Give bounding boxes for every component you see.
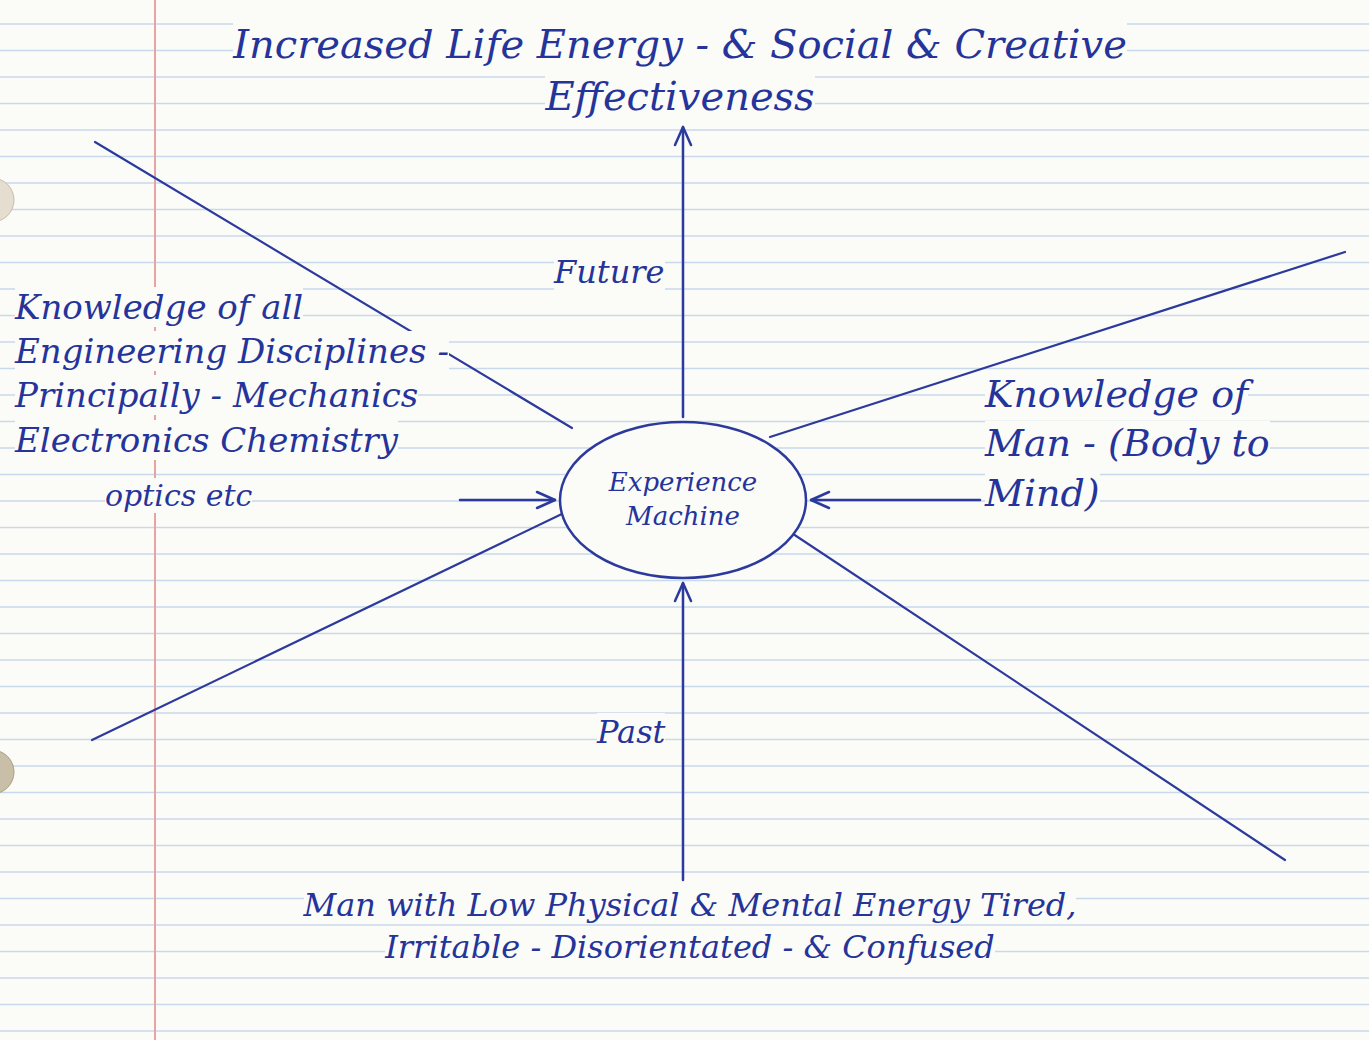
arrow-head bbox=[675, 127, 691, 145]
ruling-line bbox=[0, 606, 1369, 608]
ruling-line bbox=[0, 739, 1369, 741]
machine-circle: Experience Machine bbox=[560, 422, 806, 578]
circle-content: Experience Machine bbox=[560, 466, 806, 534]
circle-shape bbox=[560, 422, 806, 578]
ruling-lines bbox=[0, 24, 1369, 1031]
ruling-line bbox=[0, 712, 1369, 714]
ruling-line bbox=[0, 1030, 1369, 1032]
arrow-head bbox=[675, 583, 691, 601]
man-knowledge: Knowledge of Man - (Body to Mind) bbox=[985, 370, 1340, 518]
divider-line bbox=[772, 520, 1285, 860]
circle-outline bbox=[560, 422, 806, 578]
ruling-line bbox=[0, 871, 1369, 873]
ruling-line bbox=[0, 977, 1369, 979]
text-block: Knowledge of Man - (Body to Mind) bbox=[985, 370, 1340, 518]
punch-hole bbox=[0, 178, 14, 222]
handwritten-text: Increased Life Energy - & Social & Creat… bbox=[233, 21, 1127, 119]
arrow-line bbox=[811, 499, 980, 502]
engineering-knowledge: Knowledge of all Engineering Disciplines… bbox=[15, 285, 455, 515]
arrow-line bbox=[460, 499, 555, 502]
ruling-line bbox=[0, 182, 1369, 184]
ruling-line bbox=[0, 765, 1369, 767]
text-block: Increased Life Energy - & Social & Creat… bbox=[200, 18, 1160, 122]
arrow-head bbox=[811, 492, 829, 508]
arrow-label: Future bbox=[554, 253, 665, 291]
divider-line bbox=[92, 512, 566, 740]
text-block: Experience Machine bbox=[584, 466, 782, 534]
arrow-label: Past bbox=[597, 713, 665, 751]
handwritten-text: Man with Low Physical & Mental Energy Ti… bbox=[304, 886, 1077, 966]
handwritten-text: Experience Machine bbox=[609, 467, 758, 531]
arrow-head bbox=[537, 492, 555, 508]
ruling-line bbox=[0, 235, 1369, 237]
ruling-line bbox=[0, 924, 1369, 926]
handwritten-text: Knowledge of all Engineering Disciplines… bbox=[15, 287, 449, 460]
ruling-line bbox=[0, 1004, 1369, 1006]
ruling-line bbox=[0, 792, 1369, 794]
punch-hole bbox=[0, 750, 14, 794]
ruling-line bbox=[0, 580, 1369, 582]
starting-state: Man with Low Physical & Mental Energy Ti… bbox=[300, 885, 1080, 968]
ruling-line bbox=[0, 818, 1369, 820]
ruling-line bbox=[0, 659, 1369, 661]
text-block: Man with Low Physical & Mental Energy Ti… bbox=[300, 885, 1080, 968]
outcome-text: Increased Life Energy - & Social & Creat… bbox=[200, 18, 1160, 122]
arrow-line bbox=[682, 583, 685, 880]
handwritten-text: Knowledge of Man - (Body to Mind) bbox=[985, 372, 1270, 515]
ruling-line bbox=[0, 845, 1369, 847]
ruling-line bbox=[0, 262, 1369, 264]
ruling-line bbox=[0, 633, 1369, 635]
ruling-line bbox=[0, 156, 1369, 158]
handwritten-text: optics etc bbox=[105, 478, 252, 513]
arrow-line bbox=[682, 127, 685, 417]
margin-line bbox=[154, 0, 156, 1040]
text-block: optics etc bbox=[105, 476, 455, 515]
text-block: Knowledge of all Engineering Disciplines… bbox=[15, 285, 455, 462]
